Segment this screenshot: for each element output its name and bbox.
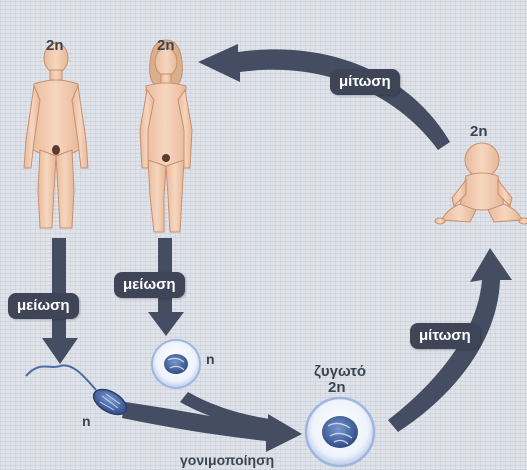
baby-figure — [435, 143, 527, 224]
mother-ploidy-label: 2n — [157, 38, 175, 53]
sperm-cell — [26, 365, 131, 419]
baby-ploidy-label: 2n — [470, 124, 488, 139]
zygote-ploidy-label: 2n — [328, 380, 346, 395]
mitosis-right-tag: μίτωση — [410, 323, 480, 349]
fertilization-label: γονιμοποίηση — [180, 453, 274, 467]
sperm-ploidy-label: n — [82, 414, 91, 428]
father-ploidy-label: 2n — [46, 38, 64, 53]
egg-ploidy-label: n — [206, 352, 215, 366]
mitosis-top-tag: μίτωση — [330, 69, 400, 95]
meiosis-female-tag: μείωση — [114, 272, 185, 298]
mitosis-top-arrow — [198, 44, 450, 150]
zygote-label: ζυγωτό — [314, 364, 366, 379]
zygote-cell — [306, 398, 374, 466]
father-figure — [24, 43, 88, 228]
meiosis-male-tag: μείωση — [8, 293, 79, 319]
mother-figure — [140, 40, 192, 232]
egg-cell — [152, 340, 200, 388]
